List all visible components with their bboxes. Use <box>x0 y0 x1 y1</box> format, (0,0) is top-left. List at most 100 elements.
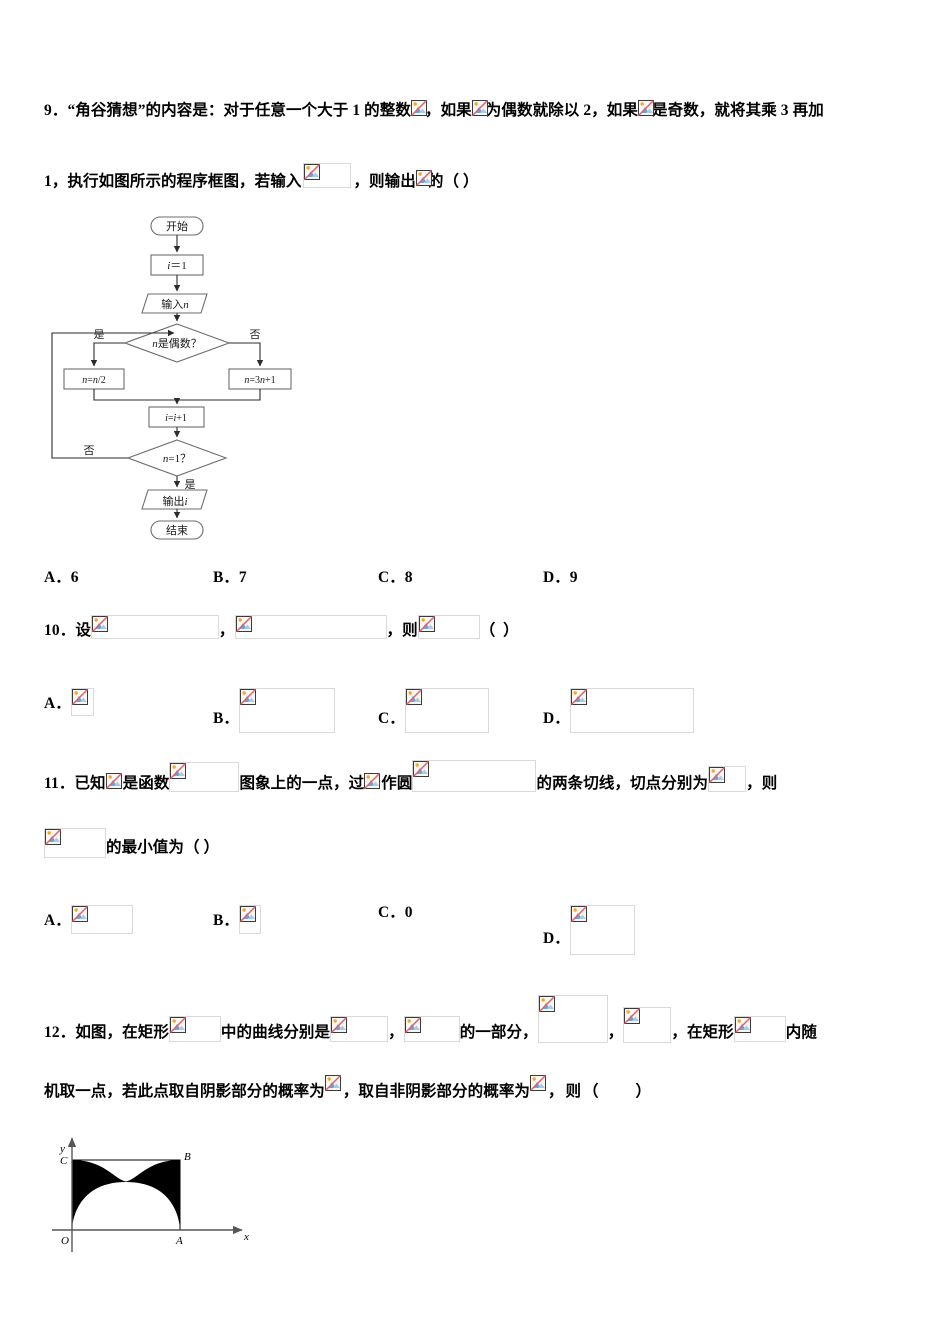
q10-option-c[interactable]: C． <box>378 688 489 733</box>
q10-option-b[interactable]: B． <box>213 688 335 733</box>
broken-image-placeholder[interactable] <box>530 1075 549 1094</box>
q11-option-b-letter: B． <box>213 912 239 929</box>
question-10-number: 10． <box>44 622 76 639</box>
shaded-region-figure: y x O A B C <box>44 1122 259 1262</box>
question-12-text-c: ， <box>388 1024 404 1041</box>
q11-option-b[interactable]: B． <box>213 905 261 934</box>
q9-option-b[interactable]: B．7 <box>213 570 247 586</box>
question-12-text-d: 的一部分， <box>459 1024 538 1041</box>
broken-image-placeholder[interactable] <box>169 762 240 792</box>
broken-image-placeholder[interactable] <box>105 773 123 791</box>
q9-option-b-value: 7 <box>238 569 247 586</box>
q10-option-a-letter: A． <box>44 695 71 712</box>
question-9-text-e: 1，执行如图所示的程序框图，若输入 <box>44 173 302 190</box>
q10-option-d[interactable]: D． <box>543 688 694 733</box>
flow-node-start: 开始 <box>166 219 188 233</box>
broken-image-placeholder[interactable] <box>90 615 219 639</box>
broken-image-icon <box>624 1008 641 1024</box>
question-12-text-h: 机取一点，若此点取自阴影部分的概率为 <box>44 1083 325 1100</box>
q9-option-c[interactable]: C．8 <box>378 570 412 586</box>
flow-node-odd: n=3n+1 <box>244 375 275 386</box>
broken-image-placeholder[interactable] <box>168 1016 221 1042</box>
question-9-text-a: “角谷猜想”的内容是：对于任意一个大于 1 的整数 <box>67 102 411 119</box>
broken-image-placeholder[interactable] <box>708 766 747 792</box>
question-12-text-j: ，则（ ） <box>548 1083 654 1100</box>
question-11-text-b: 是函数 <box>122 775 170 792</box>
broken-image-placeholder[interactable] <box>303 163 352 188</box>
flow-node-output: 输出i <box>162 494 187 508</box>
broken-image-placeholder[interactable] <box>238 688 335 733</box>
question-10-text-c: ，则 <box>386 622 418 639</box>
q11-option-d[interactable]: D． <box>543 905 635 955</box>
flow-label-yes-one: 是 <box>185 478 196 491</box>
question-12-text-e: ， <box>607 1024 624 1041</box>
broken-image-placeholder[interactable] <box>415 170 432 186</box>
figure-point-c: C <box>60 1155 68 1167</box>
q9-option-d[interactable]: D．9 <box>543 570 577 586</box>
q11-option-a[interactable]: A． <box>44 905 133 934</box>
q10-option-a[interactable]: A． <box>44 688 94 716</box>
broken-image-icon <box>415 170 432 186</box>
question-12-line-2: 机取一点，若此点取自阴影部分的概率为，取自非阴影部分的概率为，则（ ） <box>44 1075 653 1100</box>
flow-node-input: 输入n <box>161 297 189 311</box>
q11-option-c[interactable]: C．0 <box>378 905 412 921</box>
broken-image-placeholder[interactable] <box>412 760 537 792</box>
broken-image-icon <box>570 689 587 705</box>
broken-image-icon <box>45 829 61 845</box>
q11-option-c-value: 0 <box>404 904 413 921</box>
broken-image-placeholder[interactable] <box>238 905 261 934</box>
flow-label-no-one: 否 <box>84 445 95 457</box>
question-12-text-b: 中的曲线分别是 <box>220 1024 331 1041</box>
program-flowchart: 开始 i＝1 输入n n是偶数？ n=n/2 n=3n+1 i=i+1 n=1？… <box>44 212 314 548</box>
question-9-text-g: 的（ ） <box>427 173 479 190</box>
broken-image-placeholder[interactable] <box>330 1016 389 1042</box>
q9-option-b-letter: B． <box>213 569 239 586</box>
broken-image-placeholder[interactable] <box>403 1016 460 1042</box>
broken-image-placeholder[interactable] <box>733 1016 786 1042</box>
broken-image-placeholder[interactable] <box>569 905 635 955</box>
question-10-line-1: 10．设，，则（ ） <box>44 615 521 639</box>
q9-option-a[interactable]: A．6 <box>44 570 78 586</box>
question-9-line-1: 9．“角谷猜想”的内容是：对于任意一个大于 1 的整数，如果为偶数就除以 2，如… <box>44 100 824 119</box>
q11-option-d-letter: D． <box>543 930 570 947</box>
broken-image-placeholder[interactable] <box>234 615 387 639</box>
question-11-text-c: 图象上的一点，过 <box>239 775 365 792</box>
q9-option-d-value: 9 <box>569 569 578 586</box>
flow-node-decision-one: n=1？ <box>163 453 191 465</box>
broken-image-placeholder[interactable] <box>364 773 382 791</box>
flow-label-no-even: 否 <box>250 329 261 341</box>
shaded-region-svg: y x O A B C <box>52 1137 249 1252</box>
broken-image-placeholder[interactable] <box>404 688 489 733</box>
q10-option-d-letter: D． <box>543 710 570 727</box>
broken-image-placeholder[interactable] <box>70 905 133 934</box>
broken-image-icon <box>239 906 256 922</box>
flow-node-incr: i=i+1 <box>165 413 187 424</box>
q10-option-b-letter: B． <box>213 710 239 727</box>
broken-image-placeholder[interactable] <box>324 1075 343 1094</box>
broken-image-icon <box>734 1017 751 1033</box>
broken-image-placeholder[interactable] <box>569 688 694 733</box>
q9-option-d-letter: D． <box>543 569 570 586</box>
question-9-number: 9． <box>44 102 68 119</box>
question-12-text-g: 内随 <box>785 1024 817 1041</box>
broken-image-icon <box>169 1017 186 1033</box>
broken-image-placeholder[interactable] <box>638 100 655 116</box>
broken-image-icon <box>709 767 726 783</box>
figure-point-o: O <box>61 1235 69 1247</box>
broken-image-placeholder[interactable] <box>410 100 427 116</box>
broken-image-placeholder[interactable] <box>44 828 106 858</box>
broken-image-placeholder[interactable] <box>537 995 608 1043</box>
broken-image-icon <box>530 1075 547 1091</box>
broken-image-icon <box>538 996 555 1012</box>
broken-image-icon <box>638 100 655 116</box>
question-12-text-a: 如图，在矩形 <box>75 1024 169 1041</box>
question-12-line-1: 12．如图，在矩形中的曲线分别是，的一部分，，，在矩形内随 <box>44 995 817 1043</box>
flow-node-decision-even: n是偶数？ <box>152 337 202 350</box>
broken-image-placeholder[interactable] <box>70 688 94 716</box>
broken-image-placeholder[interactable] <box>471 100 488 116</box>
broken-image-placeholder[interactable] <box>623 1007 672 1043</box>
question-10-text-d: （ ） <box>479 622 521 639</box>
question-11-text-d: 作圆 <box>381 775 413 792</box>
broken-image-placeholder[interactable] <box>417 615 480 639</box>
